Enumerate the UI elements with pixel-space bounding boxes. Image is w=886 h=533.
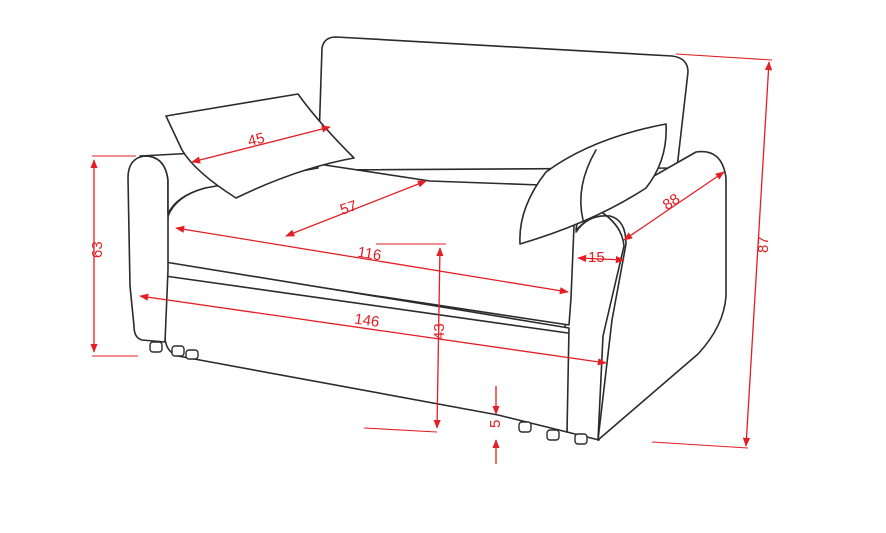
ext-line-seat-height-bottom <box>363 427 438 433</box>
right-pillow-fold <box>580 149 597 221</box>
dim-label-total-height: 87 <box>755 236 772 253</box>
ext-line-height-bottom <box>651 441 749 449</box>
dim-line-seat-width <box>175 225 569 295</box>
dim-line-total-depth <box>623 171 725 241</box>
foot-front-left-2 <box>171 345 185 357</box>
foot-back-right <box>574 433 588 445</box>
backrest <box>317 36 689 171</box>
dim-label-pillow: 45 <box>246 130 266 151</box>
ext-line-height-top <box>675 53 773 61</box>
dimensions: 45 57 116 146 43 5 63 15 88 87 <box>89 53 773 464</box>
dim-label-seat-height: 43 <box>431 323 448 340</box>
dim-label-arm-height: 63 <box>89 241 106 258</box>
right-pillow <box>519 123 667 245</box>
dim-line-armrest <box>577 254 625 264</box>
dim-label-seat-width: 116 <box>356 244 382 265</box>
dim-label-armrest: 15 <box>588 249 605 266</box>
dim-label-total-width: 146 <box>353 311 380 331</box>
foot-front-left <box>149 341 163 353</box>
dim-line-pillow <box>191 125 331 164</box>
foot-base-left <box>185 349 199 360</box>
dim-line-total-height <box>742 61 773 447</box>
dim-label-seat-depth: 57 <box>338 197 359 218</box>
dim-line-seat-height <box>433 247 444 429</box>
sofa <box>127 36 727 445</box>
dim-label-total-depth: 88 <box>660 190 683 213</box>
foot-front-right-2 <box>546 429 560 441</box>
dim-line-total-width <box>139 293 607 366</box>
dim-label-leg-height: 5 <box>487 420 504 428</box>
left-armrest <box>127 155 169 343</box>
foot-front-right <box>518 421 532 433</box>
